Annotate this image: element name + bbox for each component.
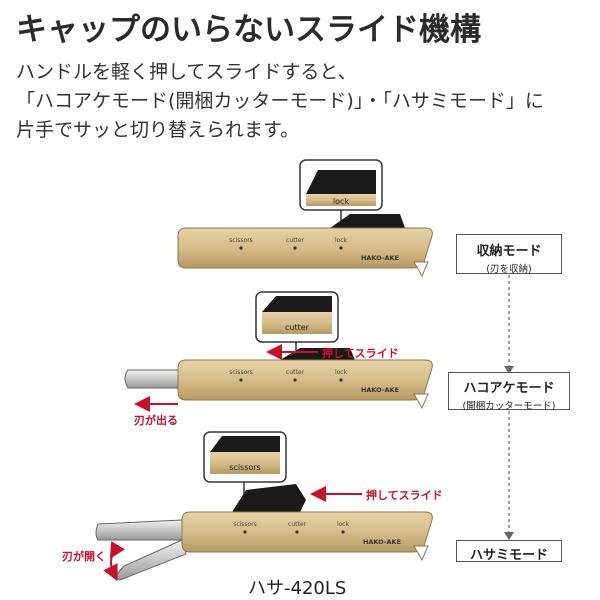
- push-slide-label: 押してスライド: [322, 347, 399, 360]
- callout-text-lock: lock: [333, 197, 350, 206]
- description-line: ハンドルを軽く押してスライドすると、: [16, 61, 357, 83]
- mode-title: ハコアケモード: [463, 381, 555, 396]
- mode-subtitle: (開梱カッターモード): [462, 401, 556, 412]
- description-line: 片手でサッと切り替えられます。: [16, 119, 300, 141]
- brand-label: HAKO-AKE: [363, 538, 401, 546]
- position-label-lock: lock: [337, 521, 350, 528]
- device-scissors-mode: [95, 431, 433, 582]
- position-label-cutter: cutter: [286, 369, 304, 376]
- scissors-blade-lower: [116, 539, 187, 581]
- blade-open-label: 刃が開く: [62, 550, 106, 563]
- callout-text-cutter: cutter: [285, 323, 310, 332]
- callout-text-scissors: scissors: [229, 463, 260, 472]
- device-body: [177, 227, 433, 269]
- page-title: キャップのいらないスライド機構: [16, 12, 481, 48]
- mode-title: ハサミモード: [469, 548, 548, 563]
- mode-flow-arrowhead: [504, 532, 514, 540]
- position-label-lock: lock: [335, 369, 348, 376]
- brand-label: HAKO-AKE: [361, 386, 399, 394]
- mode-box-storage: 収納モード (刃を収納): [456, 234, 562, 275]
- position-label-scissors: scissors: [233, 521, 257, 528]
- model-number: ハサ-420LS: [248, 578, 347, 599]
- position-label-scissors: scissors: [229, 237, 253, 244]
- mode-box-scissors: ハサミモード: [456, 540, 562, 563]
- cutter-blade: [124, 369, 179, 389]
- blade-out-label: 刃が出る: [134, 414, 178, 427]
- device-storage-mode: [177, 159, 433, 278]
- position-label-scissors: scissors: [229, 369, 253, 376]
- position-label-lock: lock: [335, 237, 348, 244]
- mode-subtitle: (刃を収納): [486, 264, 532, 275]
- mode-title: 収納モード: [476, 244, 542, 259]
- mode-flow-arrowhead: [504, 366, 514, 374]
- description: ハンドルを軽く押してスライドすると、 「ハコアケモード(開梱カッターモード)」・…: [16, 58, 586, 145]
- push-slide-label: 押してスライド: [366, 489, 443, 502]
- brand-label: HAKO-AKE: [361, 254, 399, 262]
- scissors-blade-upper: [95, 519, 183, 541]
- device-cutter-mode: [124, 291, 433, 412]
- description-line: 「ハコアケモード(開梱カッターモード)」・「ハサミモード」に: [16, 90, 544, 112]
- position-label-cutter: cutter: [288, 521, 306, 528]
- mode-box-cutter: ハコアケモード (開梱カッターモード): [448, 372, 570, 412]
- position-label-cutter: cutter: [286, 237, 304, 244]
